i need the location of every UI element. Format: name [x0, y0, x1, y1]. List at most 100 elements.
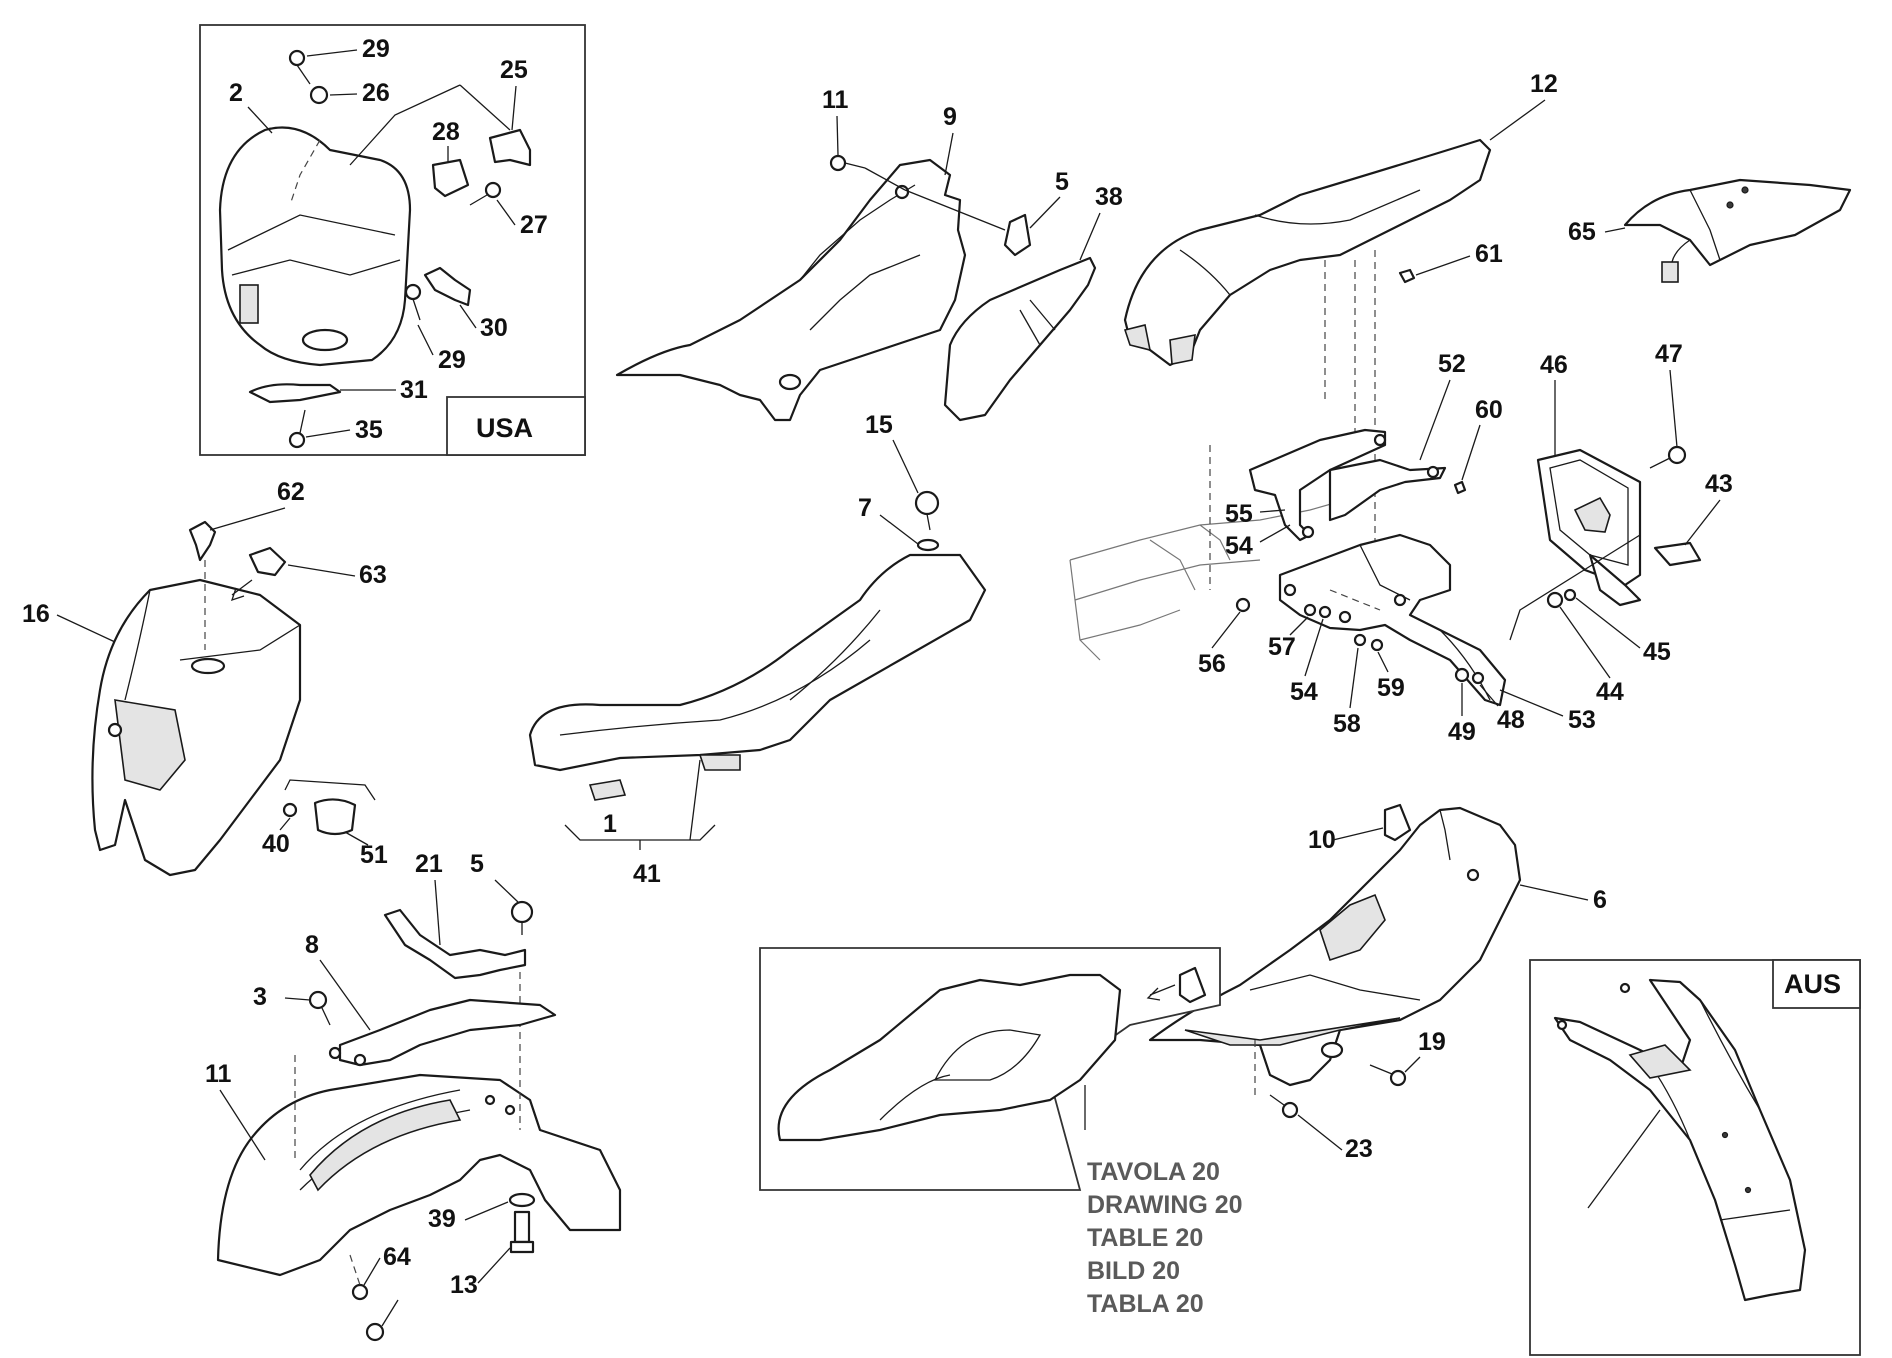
number-plate-usa	[218, 126, 412, 367]
bracket-25	[488, 128, 532, 167]
callout-46: 46	[1540, 351, 1568, 379]
washer-54-lower	[1318, 605, 1332, 619]
callout-16: 16	[22, 600, 50, 628]
screw-41	[282, 802, 298, 818]
side-panel-right-10: 10 6 19 23	[1148, 803, 1607, 1163]
bracket-31	[248, 383, 342, 404]
callout-65: 65	[1568, 218, 1596, 246]
reflector-43	[1653, 541, 1702, 567]
rear-mudguard-64	[1553, 978, 1807, 1302]
xref-drawing: DRAWING 20	[1087, 1191, 1243, 1219]
screw-19	[1269, 1094, 1299, 1119]
plate-holder-53: 56 57 54 58 59 49 48 53	[1198, 445, 1596, 746]
callout-61: 61	[1475, 240, 1503, 268]
nut-44	[1546, 591, 1564, 609]
nut-61	[1398, 268, 1416, 284]
callout-5-top: 5	[1055, 168, 1069, 196]
nut-56	[1235, 597, 1251, 613]
callout-43: 43	[1705, 470, 1733, 498]
callout-25: 25	[500, 56, 528, 84]
cross-reference-text: TAVOLA 20 DRAWING 20 TABLE 20 BILD 20 TA…	[1087, 1158, 1243, 1318]
callout-57: 57	[1268, 633, 1296, 661]
callout-2: 2	[229, 79, 243, 107]
fender-bracket-6	[338, 998, 557, 1067]
panel-insert-38: 38	[943, 183, 1123, 422]
nut-49	[1454, 667, 1470, 683]
callout-38: 38	[1095, 183, 1123, 211]
callout-49: 49	[1448, 718, 1476, 746]
xref-tavola: TAVOLA 20	[1087, 1158, 1220, 1186]
washer-58	[1353, 633, 1367, 647]
callout-59: 59	[1377, 674, 1405, 702]
bolt-29-top	[288, 49, 311, 85]
callout-6: 8	[305, 931, 319, 959]
callout-31: 31	[400, 376, 428, 404]
xref-table: TABLE 20	[1087, 1224, 1203, 1252]
callout-23: 39	[428, 1205, 456, 1233]
washer-57	[1303, 603, 1317, 617]
screw-11-lower	[1369, 1064, 1407, 1087]
callout-55: 55	[1225, 500, 1253, 528]
washer-45	[1563, 588, 1577, 602]
washer-48	[1471, 671, 1485, 685]
tail-light-65: 65	[1568, 178, 1852, 283]
screw-47	[1649, 445, 1687, 469]
rear-fender-12: 12 61	[1123, 70, 1558, 620]
usa-box-label: USA	[476, 413, 533, 443]
aus-box-label: AUS	[1784, 969, 1841, 999]
bracket-30	[423, 266, 472, 307]
callout-60: 60	[1475, 396, 1503, 424]
callout-8: 3	[253, 983, 267, 1011]
aus-inset: AUS	[1529, 959, 1861, 1356]
clip-63	[248, 546, 287, 577]
callout-53: 53	[1568, 706, 1596, 734]
clamp-40	[313, 798, 357, 836]
washer-26	[309, 85, 329, 105]
callout-48: 48	[1497, 706, 1525, 734]
license-plate-46: 46 47 43 44 45	[1509, 340, 1733, 706]
callout-19: 23	[1345, 1135, 1373, 1163]
callout-11-lower: 19	[1418, 1028, 1446, 1056]
callout-47: 47	[1655, 340, 1683, 368]
bracket-51	[383, 908, 527, 980]
pad-34	[588, 779, 627, 801]
callout-44: 44	[1596, 678, 1624, 706]
callout-39: 64	[383, 1243, 411, 1271]
usa-inset: USA 29 26	[199, 24, 586, 456]
nut-60	[1453, 480, 1467, 495]
callout-28: 28	[432, 118, 460, 146]
callout-45: 45	[1643, 638, 1671, 666]
washer-7	[916, 538, 940, 552]
bolt-29-lower	[404, 283, 422, 321]
callout-54-top: 54	[1225, 532, 1253, 560]
callout-29-lower: 29	[438, 346, 466, 374]
callout-29-top: 29	[362, 35, 390, 63]
side-panel-left: 11 9 5	[615, 86, 1069, 422]
screw-11-top	[829, 154, 866, 172]
washer-23	[508, 1192, 536, 1208]
clip-5-lower	[1383, 803, 1412, 842]
callout-7: 7	[858, 494, 872, 522]
callout-14: 13	[450, 1271, 478, 1299]
callout-40: 51	[360, 841, 388, 869]
callout-3: 11	[205, 1060, 232, 1088]
drawing-20-box: TAVOLA 20 DRAWING 20 TABLE 20 BILD 20 TA…	[759, 947, 1243, 1318]
subframe-bracket: 52 60 55 54	[1069, 350, 1503, 661]
callout-12: 12	[1530, 70, 1558, 98]
xref-bild: BILD 20	[1087, 1257, 1180, 1285]
callout-9: 9	[943, 103, 957, 131]
callout-63: 63	[359, 561, 387, 589]
callout-11-top: 11	[822, 86, 849, 114]
callout-10: 6	[1593, 886, 1607, 914]
headlight-fairing-16: 62 63 16 40 51	[22, 478, 388, 877]
callout-41: 40	[262, 830, 290, 858]
callout-1: 41	[633, 860, 661, 888]
callout-5-lower: 10	[1308, 826, 1336, 854]
washer-39	[351, 1283, 369, 1301]
bolt-8	[308, 990, 331, 1026]
callout-30: 30	[480, 314, 508, 342]
callout-62: 62	[277, 478, 305, 506]
xref-tabla: TABLA 20	[1087, 1290, 1204, 1318]
callout-52: 52	[1438, 350, 1466, 378]
